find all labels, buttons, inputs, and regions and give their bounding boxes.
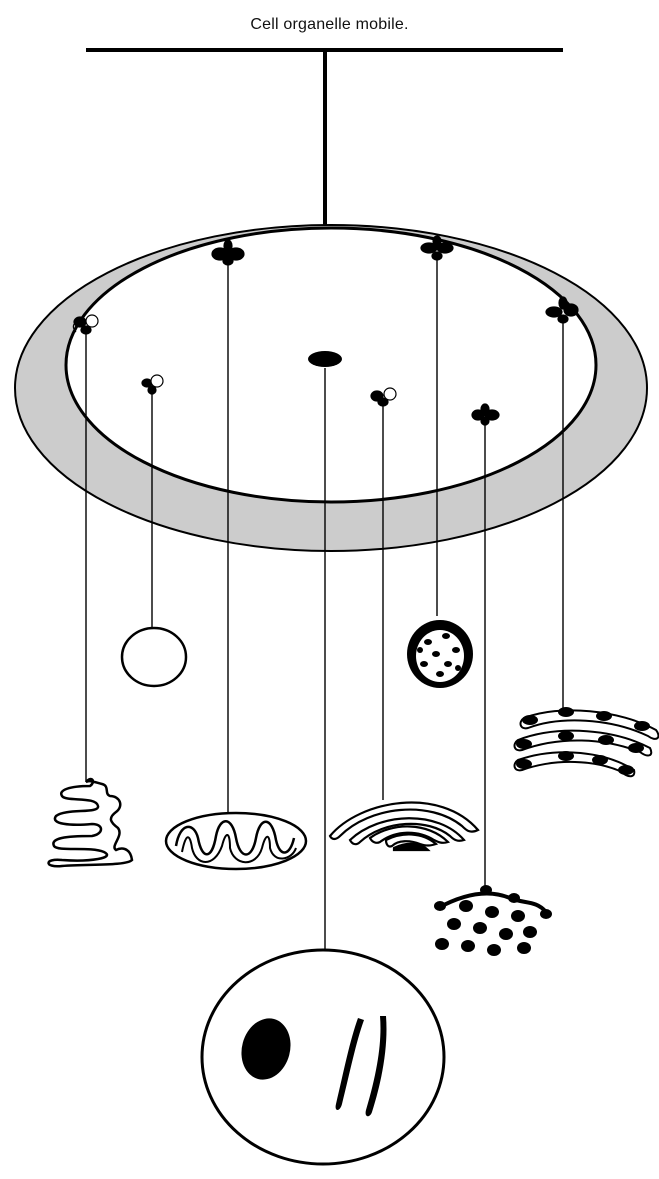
center-hub (308, 351, 342, 367)
lysosome-organelle (407, 620, 473, 688)
golgi-apparatus-organelle (330, 803, 478, 850)
rough-endoplasmic-reticulum-organelle (515, 707, 659, 776)
nucleus-organelle (202, 950, 444, 1164)
vacuole-organelle (122, 628, 186, 686)
mitochondrion-organelle (166, 813, 306, 869)
mobile-ring (15, 225, 647, 551)
endoplasmic-reticulum-organelle (49, 779, 133, 866)
granular-body-organelle (434, 885, 552, 956)
